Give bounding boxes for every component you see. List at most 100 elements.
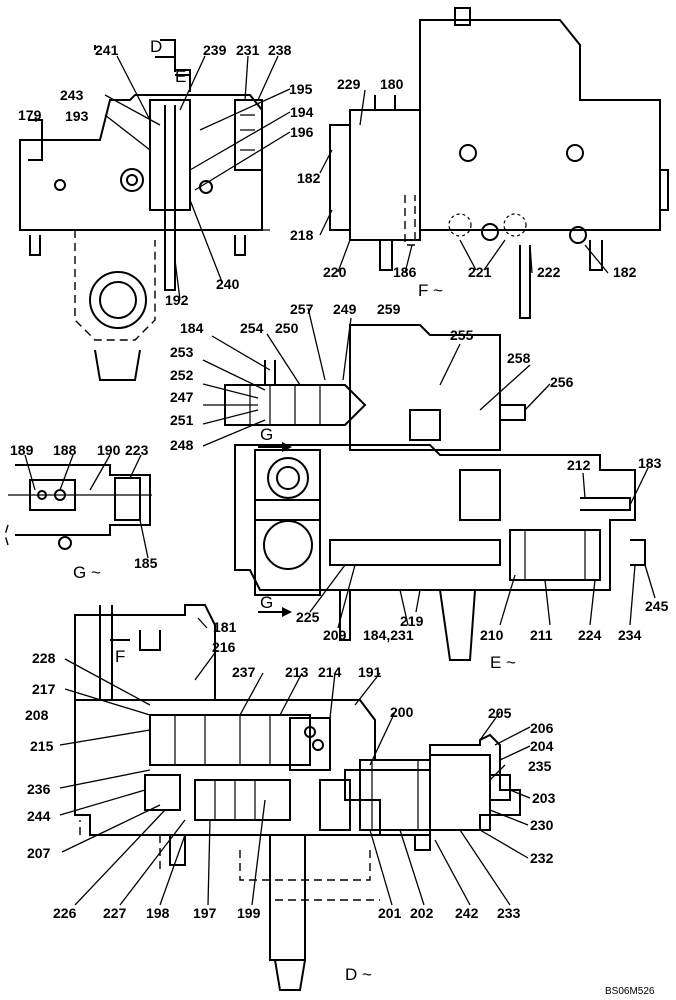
- part-label: 182: [613, 264, 637, 280]
- part-label: 237: [232, 664, 256, 680]
- part-label: 259: [377, 301, 401, 317]
- part-label: 257: [290, 301, 314, 317]
- part-label: 218: [290, 227, 314, 243]
- part-label: 245: [645, 598, 669, 614]
- part-label: 202: [410, 905, 434, 921]
- part-label: 183: [638, 455, 662, 471]
- top-left-pump-view: [19, 39, 270, 381]
- part-label: 186: [393, 264, 417, 280]
- part-label: 250: [275, 320, 299, 336]
- part-label: 249: [333, 301, 357, 317]
- part-label: 189: [10, 442, 34, 458]
- part-label: 243: [60, 87, 84, 103]
- part-label: 212: [567, 457, 591, 473]
- part-label: 234: [618, 627, 642, 643]
- part-label: 220: [323, 264, 347, 280]
- part-label: 205: [488, 705, 512, 721]
- part-label: 180: [380, 76, 404, 92]
- part-label: 232: [530, 850, 554, 866]
- part-label: 181: [213, 619, 237, 635]
- section-label: F ~: [418, 281, 443, 300]
- part-label: 200: [390, 704, 414, 720]
- part-label: 247: [170, 389, 194, 405]
- part-label: 258: [507, 350, 531, 366]
- part-number-labels: 241 239 231 238 243 195 193 194 179 196 …: [10, 42, 669, 921]
- part-label: 235: [528, 758, 552, 774]
- section-label: G ~: [73, 563, 101, 582]
- part-label: 228: [32, 650, 56, 666]
- part-label: 185: [134, 555, 158, 571]
- part-label: 188: [53, 442, 77, 458]
- part-label: 191: [358, 664, 382, 680]
- part-label: 241: [95, 42, 119, 58]
- section-label: G: [260, 593, 273, 612]
- part-label: 209: [323, 627, 347, 643]
- part-label: 254: [240, 320, 264, 336]
- part-label: 217: [32, 681, 56, 697]
- part-label: 190: [97, 442, 121, 458]
- bottom-pump-section-view: [74, 604, 521, 991]
- part-label: 238: [268, 42, 292, 58]
- section-label: D: [150, 37, 162, 56]
- part-label: 219: [400, 613, 424, 629]
- part-label: 227: [103, 905, 127, 921]
- part-label: 207: [27, 845, 51, 861]
- section-label: E: [175, 67, 186, 86]
- part-label: 195: [289, 81, 313, 97]
- part-label: 226: [53, 905, 77, 921]
- part-label: 251: [170, 412, 194, 428]
- part-label: 233: [497, 905, 521, 921]
- drawing-code: BS06M526: [605, 986, 655, 997]
- part-label: 194: [290, 104, 314, 120]
- part-label: 252: [170, 367, 194, 383]
- section-label: E ~: [490, 653, 516, 672]
- part-label: 216: [212, 639, 236, 655]
- part-label: 222: [537, 264, 561, 280]
- section-cut-arrows: [110, 56, 292, 641]
- part-label: 231: [236, 42, 260, 58]
- part-label: 201: [378, 905, 402, 921]
- center-regulator-view: [224, 324, 646, 661]
- part-label: 223: [125, 442, 149, 458]
- part-label: 179: [18, 107, 42, 123]
- part-label: 211: [530, 627, 553, 643]
- part-label: 198: [146, 905, 170, 921]
- part-label: 221: [468, 264, 492, 280]
- part-label: 215: [30, 738, 54, 754]
- part-label: 184: [180, 320, 204, 336]
- part-label: 239: [203, 42, 227, 58]
- part-label: 206: [530, 720, 554, 736]
- section-label: G: [260, 425, 273, 444]
- part-label: 193: [65, 108, 89, 124]
- part-label: 214: [318, 664, 342, 680]
- part-label: 225: [296, 609, 320, 625]
- part-label: 255: [450, 327, 474, 343]
- part-label: 184,231: [363, 627, 414, 643]
- part-label: 236: [27, 781, 51, 797]
- part-label: 192: [165, 292, 189, 308]
- top-right-valve-view: [329, 7, 669, 319]
- section-label: D ~: [345, 965, 372, 984]
- part-label: 256: [550, 374, 574, 390]
- part-label: 229: [337, 76, 361, 92]
- part-label: 204: [530, 738, 554, 754]
- part-label: 230: [530, 817, 554, 833]
- part-label: 208: [25, 707, 49, 723]
- part-label: 199: [237, 905, 261, 921]
- part-label: 224: [578, 627, 602, 643]
- part-label: 240: [216, 276, 240, 292]
- part-label: 248: [170, 437, 194, 453]
- section-view-labels: D E F ~ G G ~ E ~ F G D ~: [73, 37, 516, 984]
- part-label: 244: [27, 808, 51, 824]
- part-label: 197: [193, 905, 217, 921]
- section-label: F: [115, 647, 125, 666]
- part-label: 210: [480, 627, 504, 643]
- part-label: 196: [290, 124, 314, 140]
- part-label: 242: [455, 905, 479, 921]
- part-label: 213: [285, 664, 309, 680]
- part-label: 182: [297, 170, 321, 186]
- leader-lines: [24, 55, 656, 906]
- part-label: 253: [170, 344, 194, 360]
- part-label: 203: [532, 790, 556, 806]
